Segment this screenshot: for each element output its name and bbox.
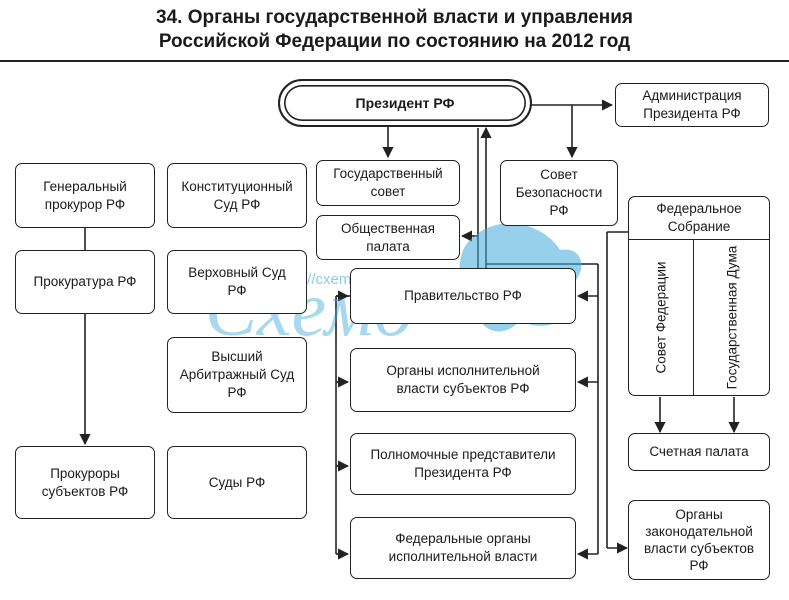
- title-line-2: Российской Федерации по состоянию на 201…: [158, 31, 631, 52]
- title-divider: [0, 60, 789, 62]
- node-administration: Администрация Президента РФ: [615, 83, 769, 127]
- node-accounts-chamber: Счетная палата: [628, 433, 770, 471]
- node-regional-executive-label: Органы исполнительной власти субъектов Р…: [386, 363, 540, 396]
- node-federal-assembly: Федеральное Собрание Совет Федерации Гос…: [628, 196, 770, 396]
- node-security-council-label: Совет Безопасности РФ: [515, 167, 603, 218]
- node-plenipotentiaries-label: Полномочные представители Президента РФ: [370, 447, 556, 480]
- node-courts-label: Суды РФ: [208, 474, 266, 490]
- node-state-council: Государственный совет: [316, 160, 460, 206]
- node-state-duma: Государственная Дума: [694, 239, 769, 395]
- node-public-chamber-label: Общественная палата: [341, 220, 435, 254]
- node-president-label: Президент РФ: [355, 95, 455, 111]
- node-state-council-label: Государственный совет: [333, 166, 443, 199]
- node-state-duma-label: Государственная Дума: [724, 245, 740, 389]
- page-title: 34. Органы государственной власти и упра…: [0, 6, 789, 54]
- node-plenipotentiaries: Полномочные представители Президента РФ: [350, 433, 576, 495]
- node-regional-prosecutors: Прокуроры субъектов РФ: [15, 446, 155, 519]
- node-security-council: Совет Безопасности РФ: [500, 160, 618, 226]
- node-higher-arbitration-court-label: Высший Арбитражный Суд РФ: [179, 349, 295, 400]
- node-regional-prosecutors-label: Прокуроры субъектов РФ: [41, 465, 129, 499]
- node-constitutional-court-label: Конституционный Суд РФ: [181, 178, 293, 212]
- node-prosecutors-office-label: Прокуратура РФ: [33, 274, 137, 289]
- node-regional-legislative-label: Органы законодательной власти субъектов …: [643, 507, 755, 573]
- node-federal-executive-label: Федеральные органы исполнительной власти: [388, 531, 538, 564]
- node-public-chamber: Общественная палата: [316, 215, 460, 260]
- node-government: Правительство РФ: [350, 268, 576, 324]
- node-federal-executive: Федеральные органы исполнительной власти: [350, 517, 576, 579]
- node-president: Президент РФ: [278, 79, 532, 127]
- node-prosecutors-office: Прокуратура РФ: [15, 250, 155, 314]
- node-federation-council-label: Совет Федерации: [653, 261, 669, 373]
- node-federal-assembly-label: Федеральное Собрание: [656, 201, 742, 234]
- node-supreme-court: Верховный Суд РФ: [167, 250, 307, 314]
- node-accounts-chamber-label: Счетная палата: [649, 444, 749, 459]
- node-federation-council: Совет Федерации: [629, 239, 694, 395]
- node-government-label: Правительство РФ: [404, 288, 522, 303]
- node-general-prosecutor-label: Генеральный прокурор РФ: [43, 178, 127, 212]
- node-regional-legislative: Органы законодательной власти субъектов …: [628, 500, 770, 580]
- node-constitutional-court: Конституционный Суд РФ: [167, 163, 307, 228]
- node-supreme-court-label: Верховный Суд РФ: [188, 265, 286, 298]
- node-administration-label: Администрация Президента РФ: [642, 88, 742, 121]
- node-regional-executive: Органы исполнительной власти субъектов Р…: [350, 348, 576, 412]
- title-line-1: 34. Органы государственной власти и упра…: [156, 7, 633, 28]
- node-courts: Суды РФ: [167, 446, 307, 519]
- node-general-prosecutor: Генеральный прокурор РФ: [15, 163, 155, 228]
- node-higher-arbitration-court: Высший Арбитражный Суд РФ: [167, 337, 307, 413]
